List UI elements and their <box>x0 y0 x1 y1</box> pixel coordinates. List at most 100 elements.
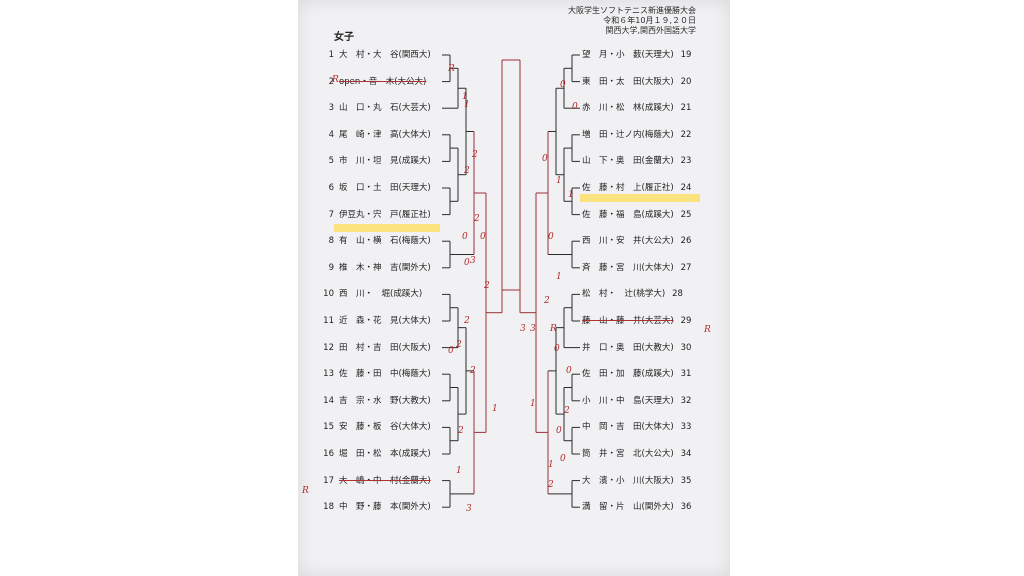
score-mark: 3 <box>520 324 526 334</box>
entry-number: 30 <box>680 342 692 353</box>
entry-pair: 井 口・奥 田(大教大) <box>582 342 674 353</box>
right-entry: 藤 山・藤 井(大芸大)29 <box>582 314 697 328</box>
entry-pair: 堀 田・松 本(成蹊大) <box>339 449 431 459</box>
highlight-entry-24 <box>580 194 700 202</box>
score-mark: 1 <box>492 404 498 414</box>
score-mark: R <box>550 324 557 334</box>
score-mark: 1 <box>464 100 470 110</box>
left-entry: 3 山 口・丸 石(大芸大) <box>320 101 431 115</box>
right-entry: 松 村・ 辻(桃学大)28 <box>582 287 688 301</box>
entry-pair: 山 口・丸 石(大芸大) <box>339 103 431 114</box>
entry-number: 31 <box>680 369 692 380</box>
entry-pair: 安 藤・板 谷(大体大) <box>339 422 431 433</box>
score-mark: 0 <box>556 426 562 436</box>
entry-number: 13 <box>323 369 334 380</box>
score-mark: 2 <box>484 281 490 291</box>
right-entry: 斉 藤・宮 川(大体大)27 <box>582 261 697 275</box>
entry-number: 4 <box>328 129 334 140</box>
right-entry: 東 田・太 田(大阪大) 20 <box>582 75 697 89</box>
entry-pair: 西 川・ 堀(成蹊大) <box>339 289 423 300</box>
entry-number: 9 <box>328 262 334 273</box>
bracket-sheet: 大阪学生ソフトテニス新進優勝大会 令和６年10月１９,２０日 関西大学,関西外国… <box>298 0 730 576</box>
entry-number: 26 <box>680 236 692 247</box>
tournament-venues: 関西大学,関西外国語大学 <box>605 26 696 35</box>
right-entry: 佐 藤・福 島(成蹊大) 25 <box>582 208 697 222</box>
right-entry: 満 留・片 山(関外大) 36 <box>582 500 697 514</box>
entry-number: 5 <box>328 156 334 167</box>
entry-number: 14 <box>323 395 334 406</box>
entry-pair: 有 山・横 石(梅蔭大) <box>339 236 431 247</box>
right-entry: 大 濱・小 川(大阪大)35 <box>582 474 697 488</box>
entry-pair: 東 田・太 田(大阪大) <box>582 76 674 87</box>
score-mark: 3 <box>470 256 476 266</box>
right-entry: 西 川・安 井(大公大)26 <box>582 234 697 248</box>
entry-number: 18 <box>323 502 334 513</box>
score-mark: 0 <box>566 366 572 376</box>
score-mark: 3 <box>466 504 472 514</box>
entry-number: 20 <box>680 76 692 87</box>
entry-pair: 大 村・大 谷(関西大) <box>339 50 431 60</box>
right-entry: 山 下・奥 田(金蘭大)23 <box>582 154 697 168</box>
retired-mark-left-17: R <box>302 486 309 496</box>
entry-pair: 斉 藤・宮 川(大体大) <box>582 262 674 273</box>
entry-pair: 田 村・吉 田(大阪大) <box>339 342 431 353</box>
entry-number: 19 <box>680 50 692 60</box>
entry-pair: 満 留・片 山(関外大) <box>582 502 674 513</box>
entry-pair: 尾 崎・津 高(大体大) <box>339 129 431 140</box>
entry-pair: 大 濱・小 川(大阪大) <box>582 475 674 486</box>
left-entry: 16 堀 田・松 本(成蹊大) <box>320 447 431 461</box>
right-entry: 増 田・辻ノ内(梅蔭大) 22 <box>582 128 697 142</box>
left-entry: 10 西 川・ 堀(成蹊大) <box>320 287 422 301</box>
entry-pair: 小 川・中 島(天理大) <box>582 395 674 406</box>
score-mark: 1 <box>556 272 562 282</box>
right-entry: 筒 井・宮 北(大公大)34 <box>582 447 697 461</box>
entry-number: 25 <box>680 209 692 220</box>
tournament-name: 大阪学生ソフトテニス新進優勝大会 <box>568 6 696 15</box>
entry-number: 11 <box>323 316 334 326</box>
entry-number: 10 <box>323 289 334 300</box>
left-entry: 1 大 村・大 谷(関西大) <box>320 48 431 62</box>
entry-number: 6 <box>328 183 334 193</box>
entry-pair: 望 月・小 薮(天理大) <box>582 50 674 60</box>
score-mark: 1 <box>548 460 554 470</box>
score-mark: 2 <box>474 214 480 224</box>
entry-number: 34 <box>680 449 692 459</box>
entry-pair: 市 川・坦 見(成蹊大) <box>339 156 431 167</box>
left-entry: 5 市 川・坦 見(成蹊大) <box>320 154 431 168</box>
entry-pair: 近 森・花 見(大体大) <box>339 316 431 326</box>
score-mark: 1 <box>530 399 536 409</box>
entry-number: 33 <box>680 422 692 433</box>
entry-number: 36 <box>680 502 692 513</box>
entry-pair: 藤 山・藤 井(大芸大) <box>582 316 674 326</box>
score-mark: 0 <box>554 344 560 354</box>
entry-number: 1 <box>328 50 334 60</box>
retired-mark-right-29: R <box>704 325 711 335</box>
score-mark: 2 <box>564 406 570 416</box>
entry-pair: 増 田・辻ノ内(梅蔭大) <box>582 129 674 140</box>
score-mark: 1 <box>556 176 562 186</box>
entry-pair: 赤 川・松 林(成蹊大) <box>582 103 674 114</box>
entry-number: 22 <box>680 129 692 140</box>
entry-pair: 大 嶋・中 村(金蘭大) <box>339 475 431 486</box>
entry-number: 16 <box>323 449 334 459</box>
entry-number: 15 <box>323 422 334 433</box>
score-mark: 2 <box>464 316 470 326</box>
highlight-entry-7 <box>334 224 440 232</box>
entry-number: 3 <box>328 103 334 114</box>
right-entry: 赤 川・松 林(成蹊大)21 <box>582 101 697 115</box>
score-mark: R <box>448 64 455 74</box>
score-mark: 2 <box>472 150 478 160</box>
entry-number: 28 <box>672 289 683 300</box>
score-mark: 0 <box>542 154 548 164</box>
entry-pair: 佐 藤・福 島(成蹊大) <box>582 209 674 220</box>
entry-number: 32 <box>680 395 692 406</box>
entry-pair: open・音 木(大公大) <box>339 76 427 87</box>
score-mark: 2 <box>456 340 462 350</box>
score-mark: 0 <box>448 346 454 356</box>
entry-pair: 佐 田・加 藤(成蹊大) <box>582 369 674 380</box>
